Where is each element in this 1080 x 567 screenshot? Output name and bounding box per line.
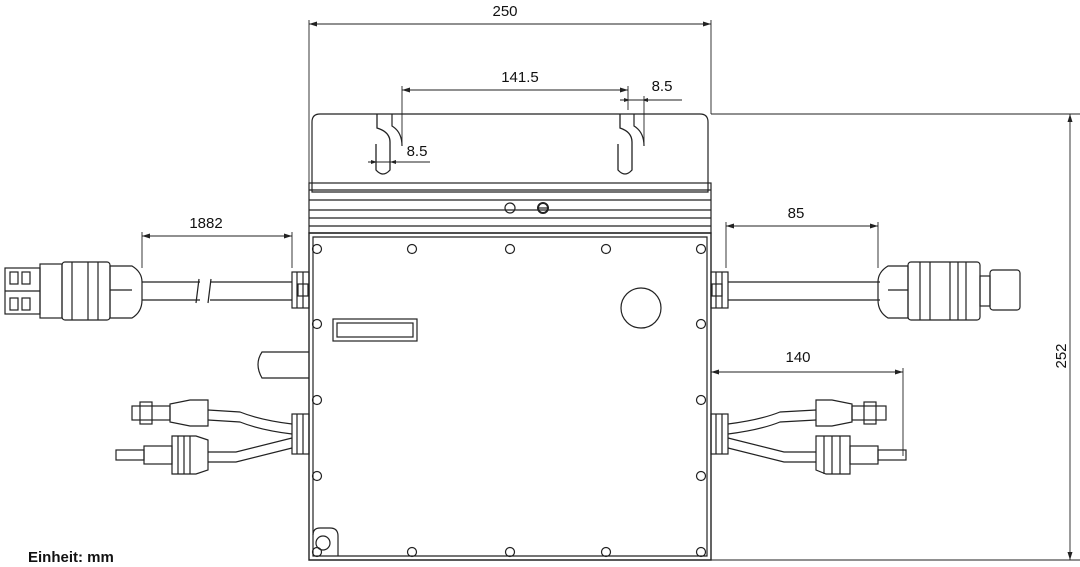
dim-height-overall: 252 — [1053, 343, 1070, 368]
inverter-body — [308, 232, 712, 561]
ac-connector-left — [109, 265, 143, 319]
label-window — [332, 318, 418, 342]
dim-ac-cable-right: 85 — [788, 205, 805, 222]
dc-connector-right-upper — [815, 399, 853, 427]
mounting-slot-left — [375, 114, 391, 175]
ac-cable-left — [4, 261, 310, 321]
inverter-housing — [308, 113, 712, 561]
vent-circle — [620, 287, 662, 329]
dim-slot-offset-left: 8.5 — [407, 143, 428, 160]
antenna — [257, 351, 309, 379]
dim-width-overall: 250 — [492, 3, 517, 20]
dc-connector-left-upper — [169, 399, 209, 427]
dim-ac-cable-left: 1882 — [189, 215, 222, 232]
dim-slot-spacing: 141.5 — [501, 69, 539, 86]
dc-cables-left — [115, 399, 310, 475]
dc-connector-right-lower — [815, 435, 851, 475]
ac-cable-right — [710, 261, 1021, 321]
dim-slot-offset-right: 8.5 — [652, 78, 673, 95]
screw — [311, 243, 323, 255]
unit-label: Einheit: mm — [28, 549, 114, 566]
dim-dc-cable-right: 140 — [785, 349, 810, 366]
dimension-lines — [141, 20, 1080, 561]
ac-connector-right — [877, 265, 909, 319]
mounting-slot-right — [617, 114, 633, 175]
dc-connector-left-lower — [171, 435, 209, 475]
dc-cables-right — [710, 399, 907, 475]
